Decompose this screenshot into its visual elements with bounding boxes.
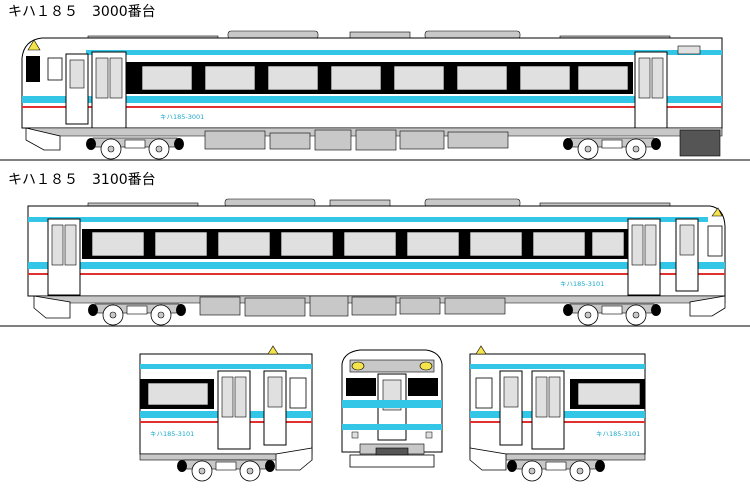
car-number: キハ185-3101 bbox=[596, 430, 640, 438]
upper-stripe bbox=[28, 217, 708, 222]
side-windows bbox=[141, 65, 629, 91]
cab-side-window bbox=[707, 225, 723, 257]
side-windows bbox=[91, 231, 625, 257]
bogie bbox=[562, 137, 662, 160]
upper-stripe bbox=[86, 50, 722, 55]
headlight-marker bbox=[27, 39, 41, 51]
lower-stripe bbox=[28, 262, 725, 269]
car-3100-side-view: キハ185-3101 bbox=[0, 198, 750, 327]
cab-side-window bbox=[47, 57, 63, 81]
underfloor-equipment bbox=[199, 295, 506, 317]
car-front-view bbox=[341, 349, 443, 468]
red-line bbox=[28, 273, 725, 275]
car-number: キハ185-3101 bbox=[150, 430, 194, 438]
cab-window bbox=[26, 56, 40, 82]
destination-board bbox=[677, 45, 701, 55]
red-line bbox=[22, 106, 722, 108]
car-end-side-view-left: キハ185-3101 bbox=[139, 345, 313, 482]
lower-stripe bbox=[22, 96, 722, 103]
bogie bbox=[85, 137, 185, 160]
skirt bbox=[689, 295, 726, 317]
car-number: キハ185-3001 bbox=[160, 113, 204, 121]
bogie bbox=[562, 303, 662, 326]
coupler-equipment bbox=[679, 129, 721, 157]
title-3000-series: キハ１８５ 3000番台 bbox=[8, 4, 156, 20]
car-3000-side-view: キハ185-3001 bbox=[0, 30, 750, 161]
car-end-side-view-right: キハ185-3101 bbox=[469, 345, 646, 482]
title-3100-series: キハ１８５ 3100番台 bbox=[8, 172, 156, 188]
car-number: キハ185-3101 bbox=[560, 280, 604, 288]
underfloor-equipment bbox=[204, 129, 509, 151]
headlight-marker bbox=[711, 207, 723, 217]
skirt bbox=[25, 127, 61, 151]
bogie bbox=[87, 303, 187, 326]
skirt bbox=[33, 295, 71, 319]
